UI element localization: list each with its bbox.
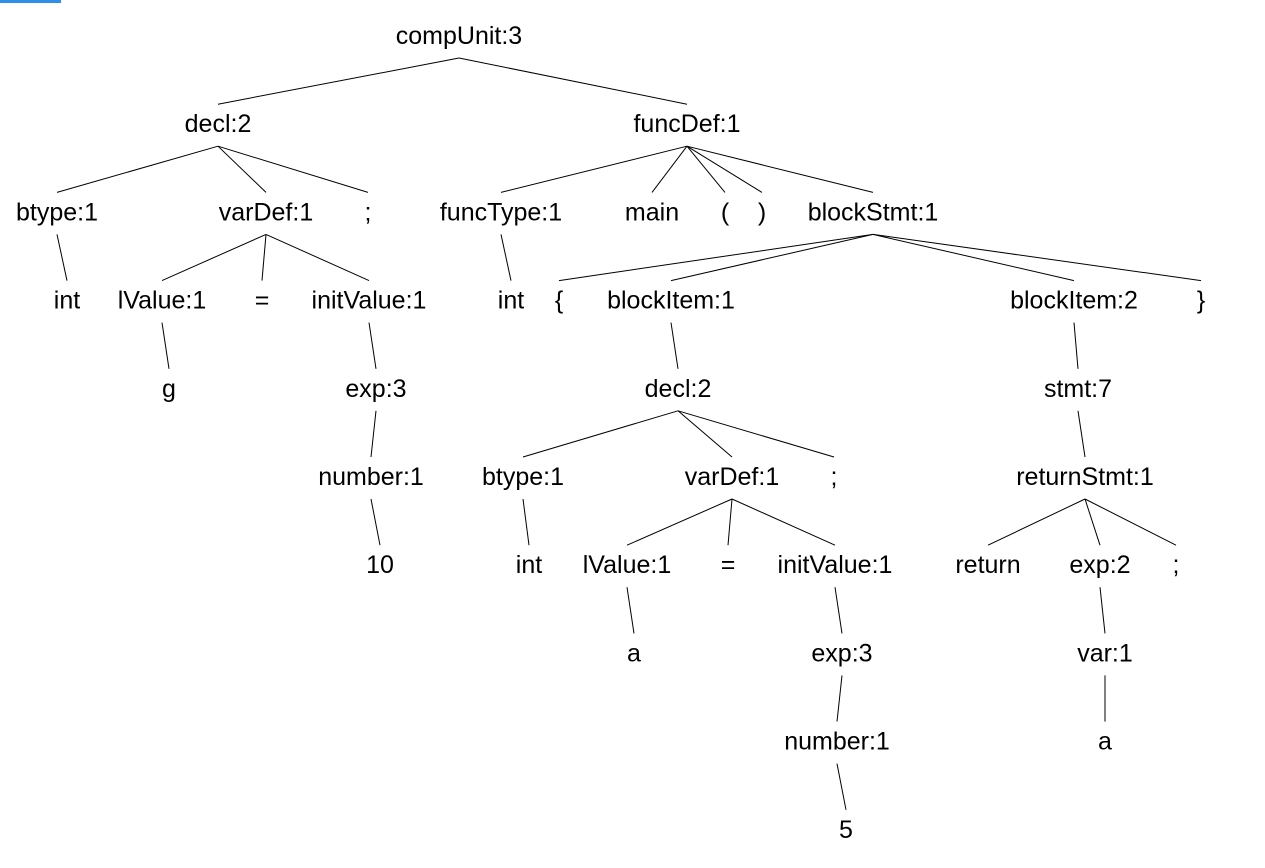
node-exp: exp:3 (345, 375, 406, 403)
tree-edge (686, 145, 726, 193)
node-int: int (516, 551, 542, 579)
tree-edge (522, 410, 679, 458)
tree-edge (1084, 498, 1177, 546)
node-int: int (54, 287, 80, 315)
node-symbol: { (555, 287, 563, 315)
node-initvalue: initValue:1 (312, 287, 427, 315)
tree-edge (1077, 410, 1086, 458)
node-main: main (625, 198, 679, 226)
tree-edge (670, 233, 874, 282)
tree-edges (56, 57, 1202, 810)
tree-edge (987, 498, 1086, 546)
tree-edge (161, 233, 267, 282)
node-exp: exp:3 (811, 639, 872, 667)
node-10: 10 (366, 551, 394, 579)
tree-edge (56, 145, 219, 193)
node-symbol: ; (1173, 551, 1180, 579)
tree-edge (370, 498, 381, 546)
node-a: a (1098, 728, 1112, 756)
tree-edge (686, 145, 763, 193)
node-var: var:1 (1077, 639, 1133, 667)
node-number: number:1 (784, 728, 890, 756)
node-initvalue: initValue:1 (778, 551, 893, 579)
node-symbol: ( (721, 198, 730, 226)
node-5: 5 (839, 816, 853, 844)
node-lvalue: lValue:1 (583, 551, 672, 579)
tree-edge (161, 322, 170, 369)
tree-edge (500, 145, 688, 193)
node-returnstmt: returnStmt:1 (1016, 463, 1154, 491)
node-blockitem: blockItem:2 (1010, 287, 1138, 315)
node-blockitem: blockItem:1 (607, 287, 735, 315)
node-symbol: = (721, 551, 736, 579)
node-vardef: varDef:1 (685, 463, 779, 491)
node-btype: btype:1 (16, 198, 98, 226)
tree-edge (1099, 587, 1106, 634)
tree-edge (872, 233, 1202, 282)
tree-edge (836, 763, 847, 810)
node-a: a (627, 639, 641, 667)
tree-edge (834, 587, 843, 634)
tree-edge (626, 587, 635, 634)
tree-edge (872, 233, 1075, 282)
tree-edge (1084, 498, 1101, 546)
tree-edge (558, 233, 874, 282)
tree-edge (626, 498, 733, 546)
node-symbol: ) (758, 198, 766, 226)
top-accent-bar (0, 0, 61, 3)
node-g: g (162, 375, 176, 403)
tree-edge (651, 145, 688, 193)
node-decl: decl:2 (185, 110, 252, 138)
node-symbol: = (255, 287, 270, 315)
tree-edge (370, 410, 377, 458)
node-symbol: ; (831, 463, 838, 491)
tree-edge (217, 145, 369, 193)
tree-edge (261, 234, 267, 281)
node-symbol: } (1197, 287, 1205, 315)
tree-edge (686, 145, 874, 193)
tree-edge (677, 410, 835, 458)
tree-edge (522, 498, 530, 546)
node-stmt: stmt:7 (1044, 375, 1112, 403)
node-vardef: varDef:1 (219, 198, 313, 226)
tree-edge (731, 498, 836, 546)
node-return: return (955, 551, 1020, 579)
node-lvalue: lValue:1 (118, 287, 207, 315)
tree-edge (265, 233, 370, 282)
tree-edge (500, 234, 512, 281)
node-funcdef: funcDef:1 (633, 110, 740, 138)
node-int: int (498, 287, 524, 315)
tree-edge (670, 322, 679, 369)
node-compunit: compUnit:3 (396, 22, 522, 50)
node-exp: exp:2 (1069, 551, 1130, 579)
tree-edge (217, 57, 460, 105)
node-blockstmt: blockStmt:1 (808, 198, 939, 226)
tree-nodes: compUnit:3 decl:2 btype:1 int varDef:1 lValue… (16, 22, 1205, 844)
node-symbol: ; (365, 198, 372, 226)
tree-edge (836, 675, 843, 722)
node-decl: decl:2 (645, 375, 712, 403)
tree-edge (56, 234, 68, 281)
tree-edge (368, 322, 377, 369)
node-number: number:1 (318, 463, 424, 491)
tree-edge (727, 498, 733, 546)
tree-edge (1073, 322, 1079, 369)
tree-edge (677, 410, 733, 458)
node-btype: btype:1 (482, 463, 564, 491)
tree-edge (217, 145, 267, 193)
tree-edge (458, 57, 688, 105)
node-functype: funcType:1 (440, 198, 562, 226)
